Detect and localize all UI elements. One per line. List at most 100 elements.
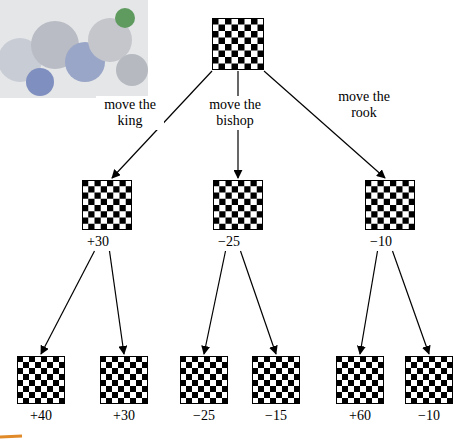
accent-line [0, 436, 22, 437]
board-square [47, 362, 53, 368]
chessboard-node: +30 [82, 180, 132, 250]
score-value: −10 [418, 408, 440, 424]
chessboard [180, 356, 228, 404]
move-label: move the king [96, 96, 164, 130]
board-square [390, 205, 396, 211]
board-square [251, 31, 258, 38]
board-square [423, 362, 429, 368]
board-square [101, 199, 107, 205]
board-border [101, 357, 148, 404]
board-square [29, 392, 35, 398]
board-square [23, 386, 29, 392]
board-square [112, 380, 118, 386]
board-square [264, 368, 270, 374]
score-value: +60 [349, 408, 371, 424]
board-square [112, 368, 118, 374]
board-square [396, 186, 402, 192]
board-square [411, 374, 417, 380]
board-square [136, 380, 142, 386]
board-square [210, 386, 216, 392]
board-square [219, 199, 225, 205]
board-square [403, 193, 409, 199]
board-square [354, 374, 360, 380]
board-square [288, 368, 294, 374]
board-square [232, 199, 238, 205]
board-square [124, 392, 130, 398]
board-square [219, 186, 225, 192]
board-square [198, 374, 204, 380]
board-square [371, 186, 377, 192]
board-square [371, 199, 377, 205]
score-value: −15 [265, 408, 287, 424]
board-square [232, 25, 239, 32]
board-square [216, 380, 222, 386]
board-square [95, 193, 101, 199]
board-square [106, 374, 112, 380]
board-square [219, 38, 226, 45]
board-ground [17, 356, 65, 404]
board-ground [82, 180, 132, 230]
board-square [411, 386, 417, 392]
board-square [136, 368, 142, 374]
board-square [226, 218, 232, 224]
board-square [216, 392, 222, 398]
board-square [342, 386, 348, 392]
board-square [130, 362, 136, 368]
board-square [120, 218, 126, 224]
board-square [429, 368, 435, 374]
board-square [441, 368, 447, 374]
chessboard [365, 180, 415, 230]
board-square [106, 386, 112, 392]
score-value: +30 [87, 234, 109, 250]
score-value: −25 [193, 408, 215, 424]
score-value: +30 [113, 408, 135, 424]
board-square [251, 44, 258, 51]
board-square [288, 392, 294, 398]
board-square [204, 380, 210, 386]
board-square [88, 199, 94, 205]
board-square [403, 218, 409, 224]
board-square [270, 374, 276, 380]
score-value: −10 [370, 234, 392, 250]
board-square [192, 380, 198, 386]
board-square [204, 392, 210, 398]
board-square [384, 186, 390, 192]
board-square [107, 205, 113, 211]
board-ground [212, 18, 264, 70]
board-square [210, 362, 216, 368]
board-square [225, 31, 232, 38]
board-square [342, 374, 348, 380]
board-square [210, 374, 216, 380]
board-square [107, 218, 113, 224]
board-square [198, 362, 204, 368]
board-square [186, 386, 192, 392]
board-ground [405, 356, 453, 404]
board-square [219, 25, 226, 32]
board-square [384, 211, 390, 217]
board-square [342, 362, 348, 368]
board-square [47, 374, 53, 380]
board-square [113, 186, 119, 192]
board-square [258, 386, 264, 392]
chessboard [405, 356, 453, 404]
board-square [417, 380, 423, 386]
board-square [282, 386, 288, 392]
board-square [238, 44, 245, 51]
board-ground [180, 356, 228, 404]
board-ground [252, 356, 300, 404]
board-square [186, 362, 192, 368]
board-square [282, 362, 288, 368]
score-value: +40 [30, 408, 52, 424]
chessboard-node [212, 18, 264, 70]
chessboard-node: +40 [17, 356, 65, 424]
board-square [264, 380, 270, 386]
board-square [429, 380, 435, 386]
board-border [18, 357, 65, 404]
board-square [120, 193, 126, 199]
board-square [53, 368, 59, 374]
board-square [360, 368, 366, 374]
board-square [417, 392, 423, 398]
chessboard-node: −25 [180, 356, 228, 424]
chessboard [336, 356, 384, 404]
